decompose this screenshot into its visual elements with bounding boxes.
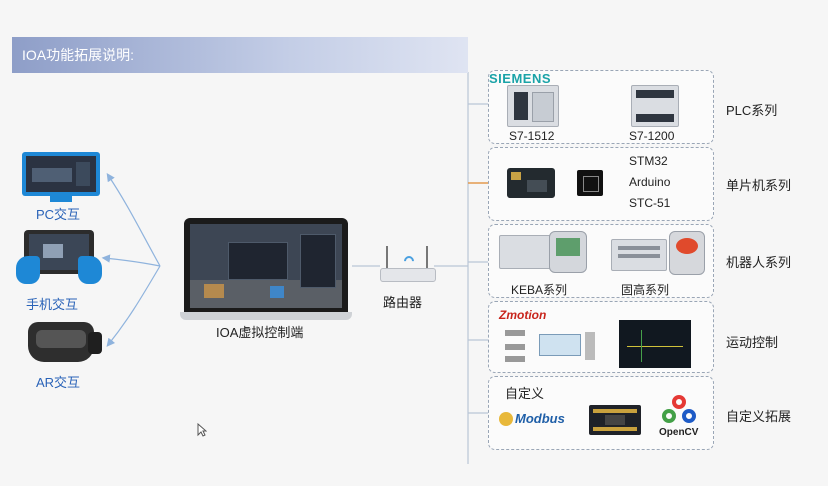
router-icon xyxy=(380,244,436,284)
category-motion: Zmotion xyxy=(488,301,714,373)
mcu-item-stm32: STM32 xyxy=(629,154,668,168)
arrow-to-pc xyxy=(106,173,161,267)
router-label: 路由器 xyxy=(383,295,423,310)
category-label-robot: 机器人系列 xyxy=(726,255,792,270)
laptop-label: IOA虚拟控制端 xyxy=(216,325,304,340)
modbus-logo: Modbus xyxy=(499,409,579,431)
plc-s7-1512-icon xyxy=(507,85,559,127)
category-mcu: STM32 Arduino STC-51 xyxy=(488,147,714,221)
siemens-logo: SIEMENS xyxy=(489,71,552,86)
zmotion-logo: Zmotion xyxy=(499,308,547,322)
arrow-to-ar xyxy=(106,265,161,347)
opencv-logo-text: OpenCV xyxy=(659,427,699,438)
pc-monitor-icon xyxy=(22,152,100,202)
robot-item-googol: 固高系列 xyxy=(621,283,670,297)
mobile-tablet-icon xyxy=(16,226,102,290)
mcu-item-stc51: STC-51 xyxy=(629,196,671,210)
ar-label: AR交互 xyxy=(36,375,81,390)
category-label-motion: 运动控制 xyxy=(726,335,779,350)
ar-headset-icon xyxy=(24,316,102,368)
category-plc: SIEMENS S7-1512 S7-1200 xyxy=(488,70,714,144)
opencv-logo: OpenCV xyxy=(657,395,703,447)
category-robot: KEBA系列 固高系列 xyxy=(488,224,714,298)
category-custom: 自定义 Modbus OpenCV xyxy=(488,376,714,450)
mobile-label: 手机交互 xyxy=(26,297,79,312)
motion-software-screenshot xyxy=(619,320,691,368)
keba-controller-icon xyxy=(499,235,551,269)
plc-item-s7-1200: S7-1200 xyxy=(629,129,675,143)
chip-icon xyxy=(577,170,603,196)
mouse-cursor-icon xyxy=(197,423,207,437)
category-label-mcu: 单片机系列 xyxy=(726,178,792,193)
plc-item-s7-1512: S7-1512 xyxy=(509,129,555,143)
motion-wiring-diagram xyxy=(499,324,599,368)
pc-label: PC交互 xyxy=(36,207,81,222)
page-title: IOA功能拓展说明: xyxy=(12,37,468,73)
custom-board-icon xyxy=(589,405,641,435)
category-label-plc: PLC系列 xyxy=(726,103,778,118)
laptop-icon xyxy=(180,218,352,322)
custom-heading: 自定义 xyxy=(505,386,545,401)
arrow-to-mobile xyxy=(101,254,161,267)
googol-controller-icon xyxy=(611,239,667,271)
arduino-board-icon xyxy=(507,168,555,198)
plc-s7-1200-icon xyxy=(631,85,679,127)
modbus-logo-text: Modbus xyxy=(515,411,565,426)
mcu-item-arduino: Arduino xyxy=(629,175,671,189)
googol-pendant-icon xyxy=(669,231,705,275)
category-label-custom: 自定义拓展 xyxy=(726,409,792,424)
keba-pendant-icon xyxy=(549,231,587,273)
robot-item-keba: KEBA系列 xyxy=(511,283,568,297)
